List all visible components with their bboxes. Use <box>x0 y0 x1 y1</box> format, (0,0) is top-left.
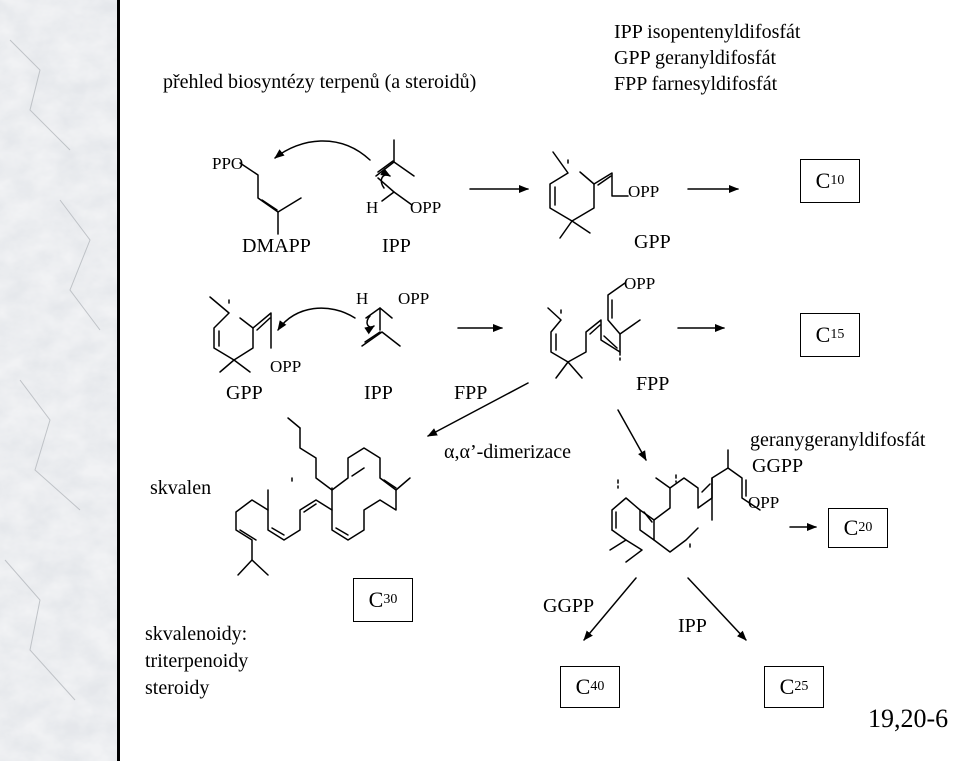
legend-ipp: IPP isopentenyldifosfát <box>614 22 800 42</box>
ggpp-full-name: geranygeranyldifosfát <box>750 430 925 450</box>
ggpp-abbr: GGPP <box>752 456 803 476</box>
ggpp-bottom-label: GGPP <box>543 596 594 616</box>
slide-number: 19,20-6 <box>868 706 948 732</box>
fpp-structure <box>548 283 640 378</box>
h-label-2: H <box>356 290 368 307</box>
curved-arrow-1 <box>275 141 370 160</box>
opp-label-fpp: OPP <box>624 275 655 292</box>
fpp-name-right: FPP <box>636 374 669 394</box>
ppo-label: PPO <box>212 155 243 172</box>
opp-label-gpp-2: OPP <box>270 358 301 375</box>
opp-label-ggpp: OPP <box>748 494 779 511</box>
triterpenoidy-label: triterpenoidy <box>145 651 248 671</box>
gpp-name: GPP <box>634 232 671 252</box>
dmapp-name: DMAPP <box>242 236 311 256</box>
skvalen-label: skvalen <box>150 478 211 498</box>
dimerization-label: α,α’-dimerizace <box>444 442 571 462</box>
ipp-structure-2 <box>362 308 400 346</box>
ipp-name-2: IPP <box>364 383 393 403</box>
ggpp-structure <box>610 450 760 562</box>
gpp-structure-1 <box>550 152 628 238</box>
opp-label-ipp: OPP <box>410 199 441 216</box>
ipp-bottom-label: IPP <box>678 616 707 636</box>
legend-fpp: FPP farnesyldifosfát <box>614 74 777 94</box>
h-label: H <box>366 199 378 216</box>
opp-label-gpp: OPP <box>628 183 659 200</box>
skvalenoidy-label: skvalenoidy: <box>145 624 247 644</box>
page-title: přehled biosyntézy terpenů (a steroidů) <box>163 72 476 92</box>
dmapp-structure <box>240 163 301 234</box>
ipp-name: IPP <box>382 236 411 256</box>
squalene-structure <box>236 418 410 575</box>
gpp-name-2: GPP <box>226 383 263 403</box>
opp-label-ipp-2: OPP <box>398 290 429 307</box>
gpp-structure-2 <box>210 297 271 372</box>
ipp-structure-1 <box>376 140 414 205</box>
steroidy-label: steroidy <box>145 678 209 698</box>
fpp-name-left: FPP <box>454 383 487 403</box>
curved-arrow-2 <box>278 308 355 330</box>
legend-gpp: GPP geranyldifosfát <box>614 48 776 68</box>
